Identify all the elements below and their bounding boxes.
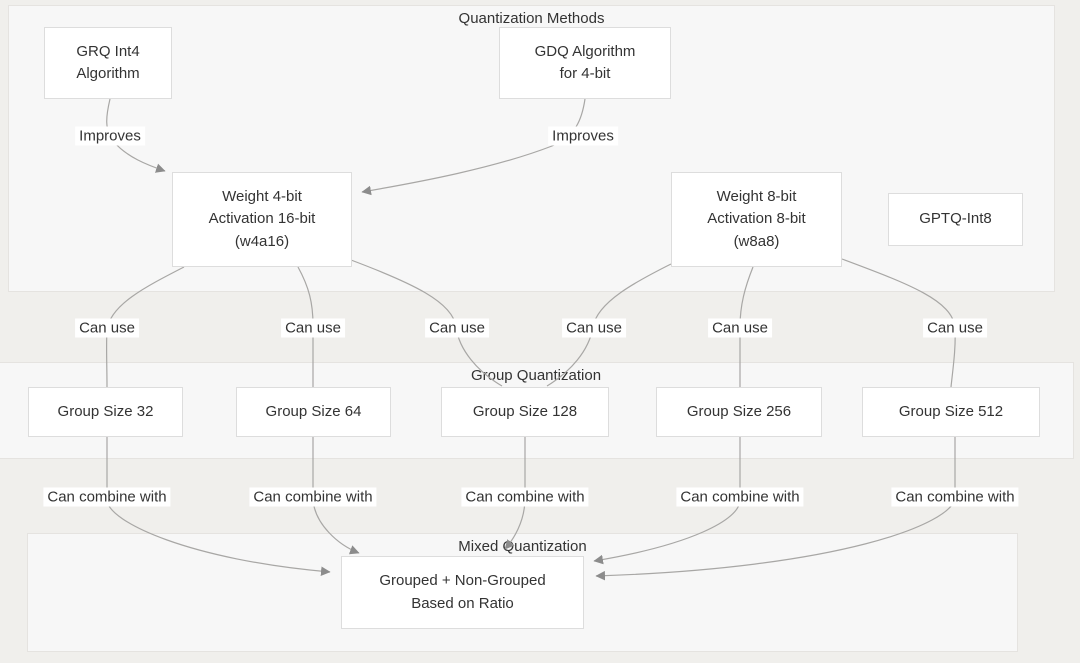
edge-label-improves-1: Improves	[75, 126, 145, 146]
node-w8a8: Weight 8-bit Activation 8-bit (w8a8)	[671, 172, 842, 267]
node-grouped-non-grouped: Grouped + Non-Grouped Based on Ratio	[341, 556, 584, 629]
cluster-quantization-methods-label: Quantization Methods	[458, 10, 605, 27]
edge-label-can-use-6: Can use	[923, 318, 987, 338]
edge-label-can-combine-2: Can combine with	[249, 487, 377, 507]
edge-label-improves-2: Improves	[548, 126, 618, 146]
edge-label-can-combine-4: Can combine with	[676, 487, 804, 507]
edge-label-can-use-2: Can use	[281, 318, 345, 338]
edge-label-can-combine-1: Can combine with	[43, 487, 171, 507]
node-w4a16: Weight 4-bit Activation 16-bit (w4a16)	[172, 172, 352, 267]
node-group-size-512: Group Size 512	[862, 387, 1040, 437]
node-group-size-256: Group Size 256	[656, 387, 822, 437]
node-group-size-64: Group Size 64	[236, 387, 391, 437]
edge-label-can-use-3: Can use	[425, 318, 489, 338]
edge-label-can-combine-3: Can combine with	[461, 487, 589, 507]
cluster-group-quantization-label: Group Quantization	[470, 367, 602, 384]
cluster-mixed-quantization-label: Mixed Quantization	[458, 538, 587, 555]
edge-label-can-combine-5: Can combine with	[891, 487, 1019, 507]
node-gptq-int8: GPTQ-Int8	[888, 193, 1023, 246]
edge-label-can-use-5: Can use	[708, 318, 772, 338]
node-group-size-128: Group Size 128	[441, 387, 609, 437]
edge-label-can-use-1: Can use	[75, 318, 139, 338]
node-gdq-algorithm-4bit: GDQ Algorithm for 4-bit	[499, 27, 671, 99]
edge-label-can-use-4: Can use	[562, 318, 626, 338]
node-group-size-32: Group Size 32	[28, 387, 183, 437]
node-grq-int4-algorithm: GRQ Int4 Algorithm	[44, 27, 172, 99]
